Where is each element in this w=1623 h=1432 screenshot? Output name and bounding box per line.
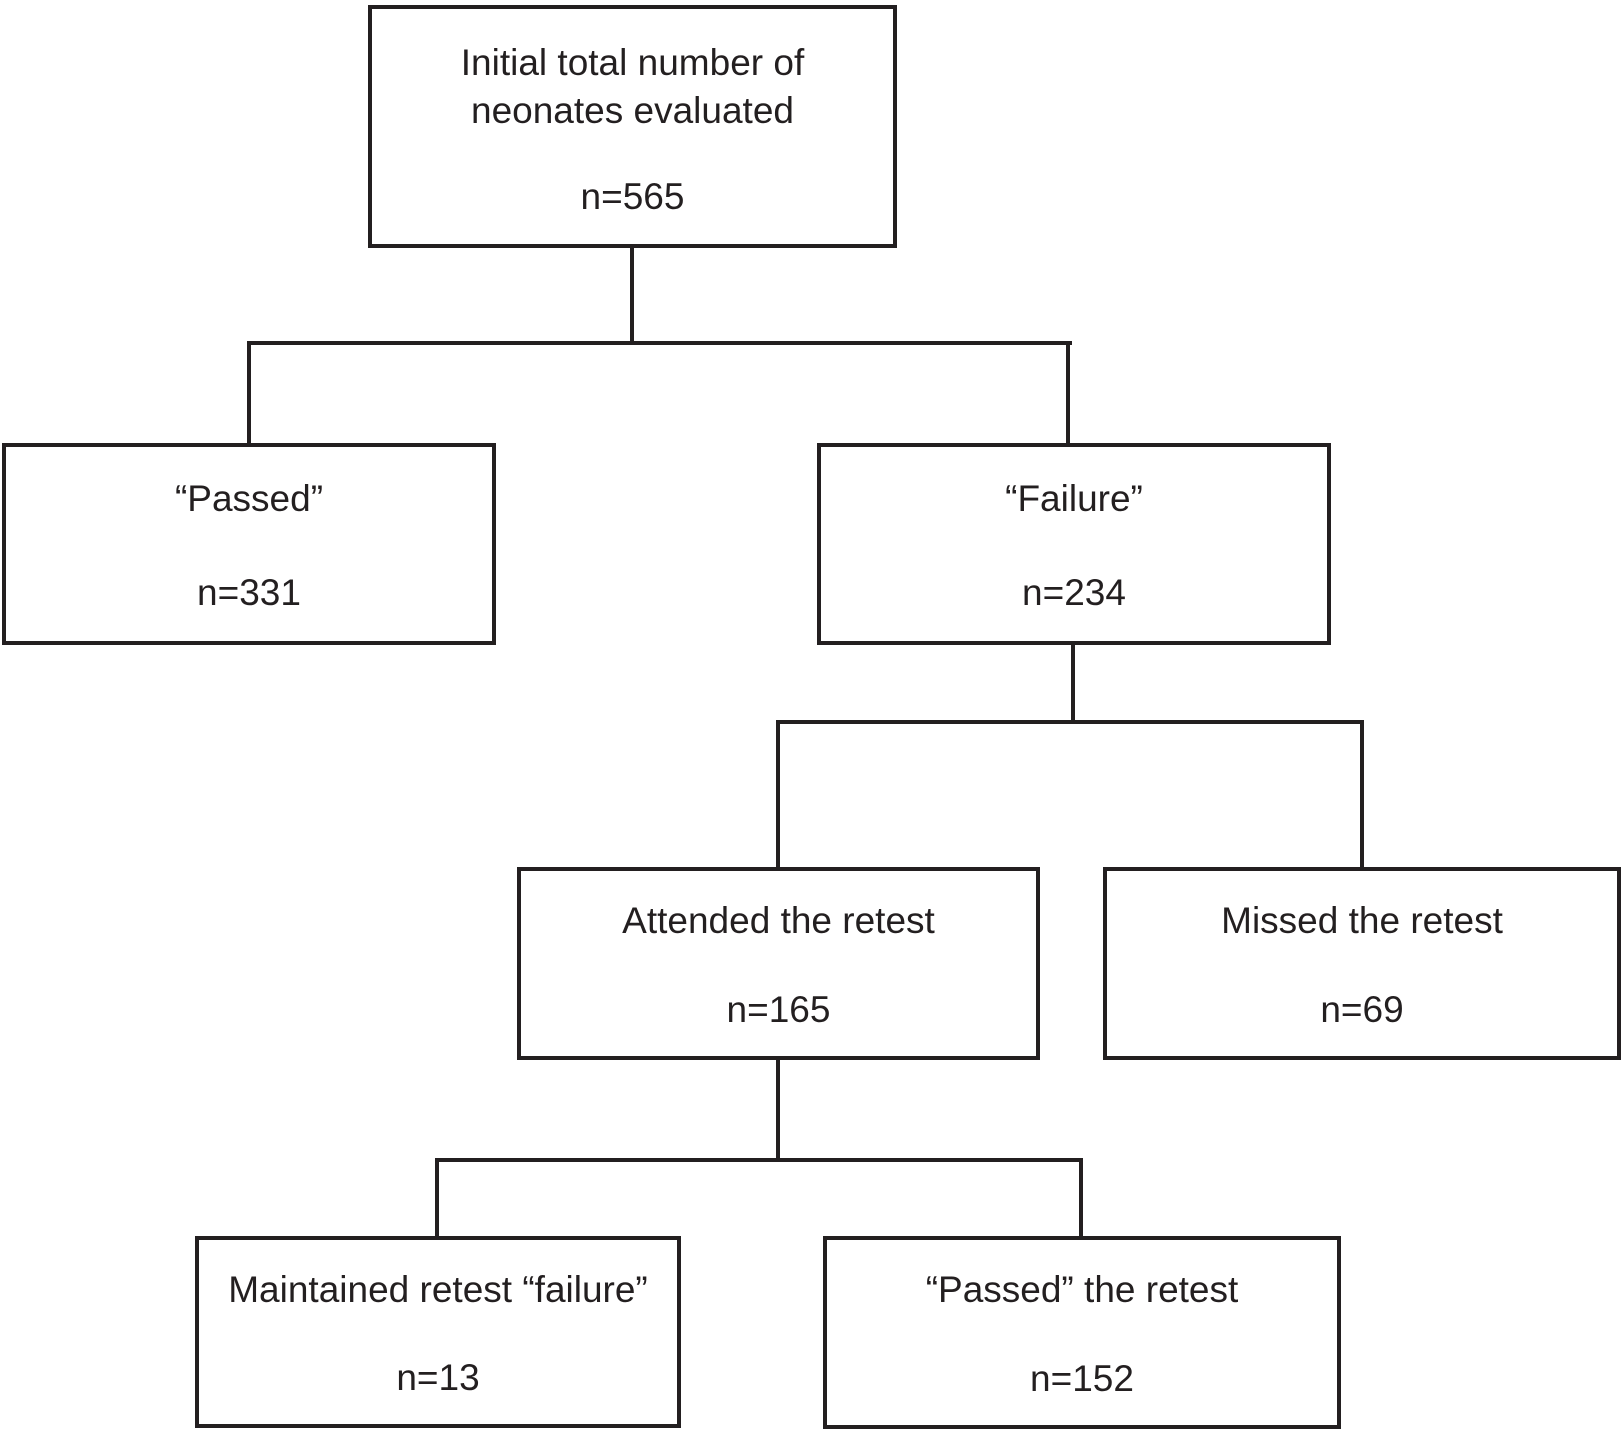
node-passed-retest-count: n=152 [1030,1357,1134,1399]
node-failure-count: n=234 [1022,571,1126,613]
node-maintained-failure-label: Maintained retest “failure” [228,1268,648,1310]
node-passed-retest-label: “Passed” the retest [925,1268,1239,1310]
connector-failure-branch-stem [1071,643,1075,724]
node-maintained-failure-count: n=13 [396,1357,480,1398]
connector-attended-branch-stem [776,1058,780,1162]
connector-total-branch-bar [247,341,1072,345]
node-attended-retest: Attended the retest n=165 [517,867,1040,1060]
node-passed-count: n=331 [197,571,301,613]
node-initial-total: Initial total number of neonates evaluat… [368,5,897,248]
node-passed-label: “Passed” [174,478,324,520]
connector-failure-branch-bar [776,720,1364,724]
node-missed-retest: Missed the retest n=69 [1103,867,1621,1060]
node-missed-retest-label: Missed the retest [1221,899,1503,941]
connector-total-branch-stem [630,246,634,345]
connector-drop-to-failure [1066,341,1070,445]
connector-drop-to-passed [247,341,251,445]
node-attended-retest-label: Attended the retest [622,899,935,941]
node-failure-label: “Failure” [1005,478,1143,520]
node-failure: “Failure” n=234 [817,443,1331,645]
node-initial-total-label: Initial total number of neonates evaluat… [460,41,805,131]
connector-drop-to-maintained [435,1158,439,1238]
node-passed: “Passed” n=331 [2,443,496,645]
connector-drop-to-passed-retest [1079,1158,1083,1238]
node-maintained-failure: Maintained retest “failure” n=13 [195,1236,681,1428]
connector-drop-to-attended [776,720,780,869]
node-missed-retest-count: n=69 [1320,988,1404,1030]
connector-attended-branch-bar [435,1158,1083,1162]
node-passed-retest: “Passed” the retest n=152 [823,1236,1341,1429]
node-initial-total-count: n=565 [580,176,685,217]
node-attended-retest-count: n=165 [726,988,831,1030]
connector-drop-to-missed [1360,720,1364,869]
